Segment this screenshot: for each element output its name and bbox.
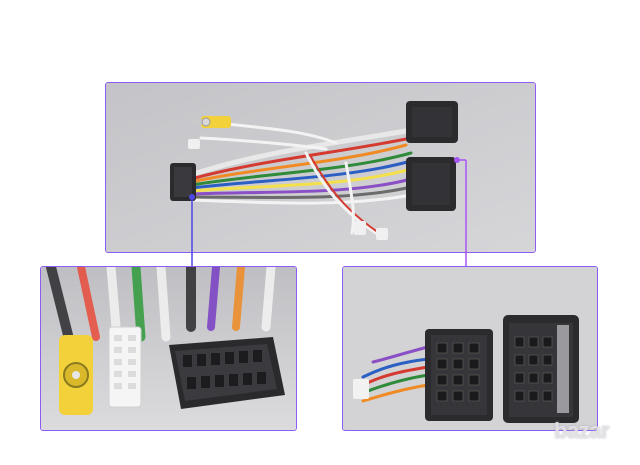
connector-detail-photo-right <box>342 266 598 431</box>
watermark-logo: bazar <box>554 418 609 443</box>
wire-bundle <box>188 121 413 236</box>
iso-plug-a <box>425 329 493 421</box>
connector-detail-left-drawing <box>41 267 296 430</box>
connector-detail-right-drawing <box>343 267 597 430</box>
harness-overview-drawing <box>106 83 535 252</box>
small-white-connector <box>188 139 200 149</box>
harness-16-pin-plug <box>170 163 196 201</box>
iso-plug-b <box>503 315 579 423</box>
rca-plug <box>192 116 231 128</box>
small-white-connector <box>353 379 369 399</box>
black-16-pin-connector-closeup <box>169 337 285 409</box>
harness-overview-photo <box>105 82 536 253</box>
iso-plug-pair <box>406 101 458 211</box>
white-multi-pin-connector <box>108 326 142 408</box>
small-white-connector <box>376 228 388 240</box>
rca-plug-closeup <box>59 335 93 415</box>
connector-detail-photo-left <box>40 266 297 431</box>
small-white-connector <box>354 221 366 235</box>
